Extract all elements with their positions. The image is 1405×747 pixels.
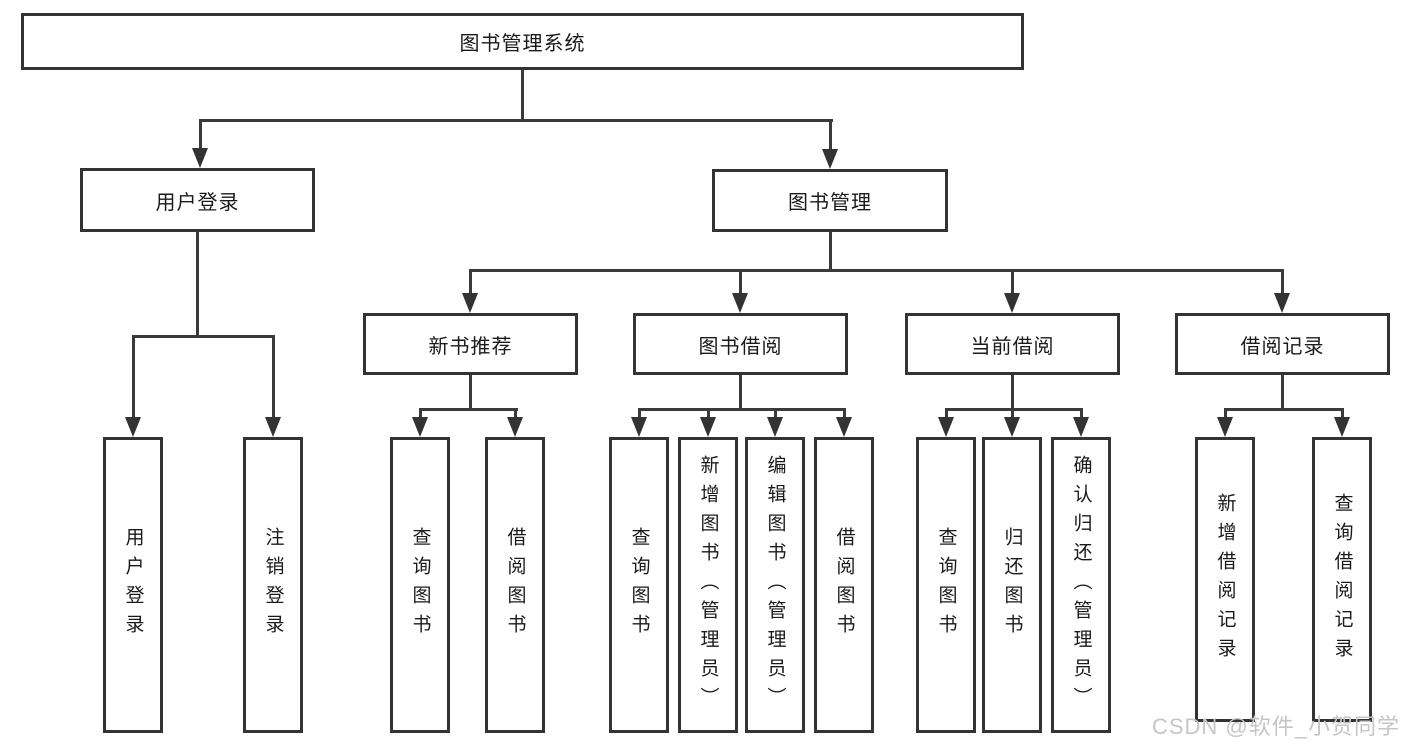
arrow-down-icon (1274, 293, 1290, 313)
connector-line (419, 408, 518, 411)
leaf-logout-login: 注销登录 (243, 437, 303, 733)
leaf-label: 注销登录 (262, 527, 284, 643)
connector-line (843, 408, 846, 420)
node-label: 用户登录 (155, 191, 240, 214)
connector-line (132, 335, 135, 419)
connector-line (739, 269, 742, 295)
connector-line (469, 269, 1284, 272)
leaf-return-books: 归还图书 (982, 437, 1042, 733)
arrow-down-icon (732, 293, 748, 313)
node-new-book-recommendation: 新书推荐 (363, 313, 578, 375)
leaf-label: 确认归还（管理员） (1070, 454, 1092, 716)
arrow-down-icon (412, 417, 428, 437)
connector-line (829, 119, 832, 152)
node-book-borrowing: 图书借阅 (633, 313, 848, 375)
connector-line (132, 335, 275, 338)
node-label: 图书管理 (788, 192, 872, 214)
leaf-label: 新增借阅记录 (1214, 492, 1236, 667)
node-label: 新书推荐 (428, 335, 513, 358)
connector-line (1224, 408, 1227, 420)
connector-line (739, 375, 742, 411)
leaf-label: 借阅图书 (833, 527, 855, 643)
arrow-down-icon (836, 417, 852, 437)
node-label: 图书管理系统 (459, 33, 586, 55)
leaf-query-books-current: 查询图书 (916, 437, 976, 733)
connector-line (1011, 375, 1014, 411)
leaf-query-borrow-record: 查询借阅记录 (1312, 437, 1372, 722)
leaf-borrow-books-recommend: 借阅图书 (485, 437, 545, 733)
arrow-down-icon (125, 417, 141, 437)
connector-line (1281, 375, 1284, 411)
connector-line (196, 232, 199, 338)
leaf-label: 编辑图书（管理员） (764, 454, 786, 716)
arrow-down-icon (462, 293, 478, 313)
arrow-down-icon (265, 417, 281, 437)
connector-line (1011, 269, 1014, 295)
node-label: 图书借阅 (698, 335, 783, 358)
leaf-user-login: 用户登录 (103, 437, 163, 733)
connector-line (1224, 408, 1344, 411)
connector-line (1341, 408, 1344, 420)
connector-line (469, 375, 472, 411)
connector-line (199, 119, 833, 122)
arrow-down-icon (938, 417, 954, 437)
leaf-label: 用户登录 (122, 527, 144, 643)
connector-line (638, 408, 641, 420)
node-library-system: 图书管理系统 (21, 13, 1024, 70)
connector-line (945, 408, 1083, 411)
connector-line (469, 269, 472, 295)
connector-line (1011, 408, 1014, 420)
arrow-down-icon (1334, 417, 1350, 437)
connector-line (521, 70, 524, 121)
arrow-down-icon (192, 148, 208, 168)
watermark: CSDN @软件_小贺同学 (1151, 714, 1400, 739)
connector-line (774, 408, 777, 420)
leaf-label: 查询图书 (935, 527, 957, 643)
connector-line (945, 408, 948, 420)
connector-line (829, 232, 832, 272)
node-label: 借阅记录 (1240, 335, 1325, 358)
leaf-edit-books-admin: 编辑图书（管理员） (745, 437, 805, 733)
arrow-down-icon (507, 417, 523, 437)
node-book-management: 图书管理 (712, 169, 948, 232)
leaf-label: 新增图书（管理员） (697, 454, 719, 716)
leaf-add-books-admin: 新增图书（管理员） (678, 437, 738, 733)
arrow-down-icon (1073, 417, 1089, 437)
node-user-login: 用户登录 (80, 168, 315, 232)
arrow-down-icon (1004, 293, 1020, 313)
leaf-confirm-return-admin: 确认归还（管理员） (1051, 437, 1111, 733)
arrow-down-icon (822, 149, 838, 169)
arrow-down-icon (1004, 417, 1020, 437)
leaf-label: 归还图书 (1001, 527, 1023, 643)
connector-line (514, 408, 517, 420)
node-borrowing-records: 借阅记录 (1175, 313, 1390, 375)
leaf-label: 查询借阅记录 (1331, 492, 1353, 667)
arrow-down-icon (767, 417, 783, 437)
connector-line (199, 119, 202, 152)
connector-line (419, 408, 422, 420)
leaf-add-borrow-record: 新增借阅记录 (1195, 437, 1255, 722)
leaf-query-books-recommend: 查询图书 (390, 437, 450, 733)
connector-line (272, 335, 275, 419)
arrow-down-icon (631, 417, 647, 437)
connector-line (638, 408, 846, 411)
leaf-query-books-borrow: 查询图书 (609, 437, 669, 733)
connector-line (1281, 269, 1284, 295)
leaf-label: 查询图书 (409, 527, 431, 643)
leaf-borrow-books: 借阅图书 (814, 437, 874, 733)
connector-line (1080, 408, 1083, 420)
arrow-down-icon (1217, 417, 1233, 437)
leaf-label: 查询图书 (628, 527, 650, 643)
arrow-down-icon (700, 417, 716, 437)
node-label: 当前借阅 (970, 335, 1055, 358)
node-current-borrowing: 当前借阅 (905, 313, 1120, 375)
leaf-label: 借阅图书 (504, 527, 526, 643)
connector-line (707, 408, 710, 420)
